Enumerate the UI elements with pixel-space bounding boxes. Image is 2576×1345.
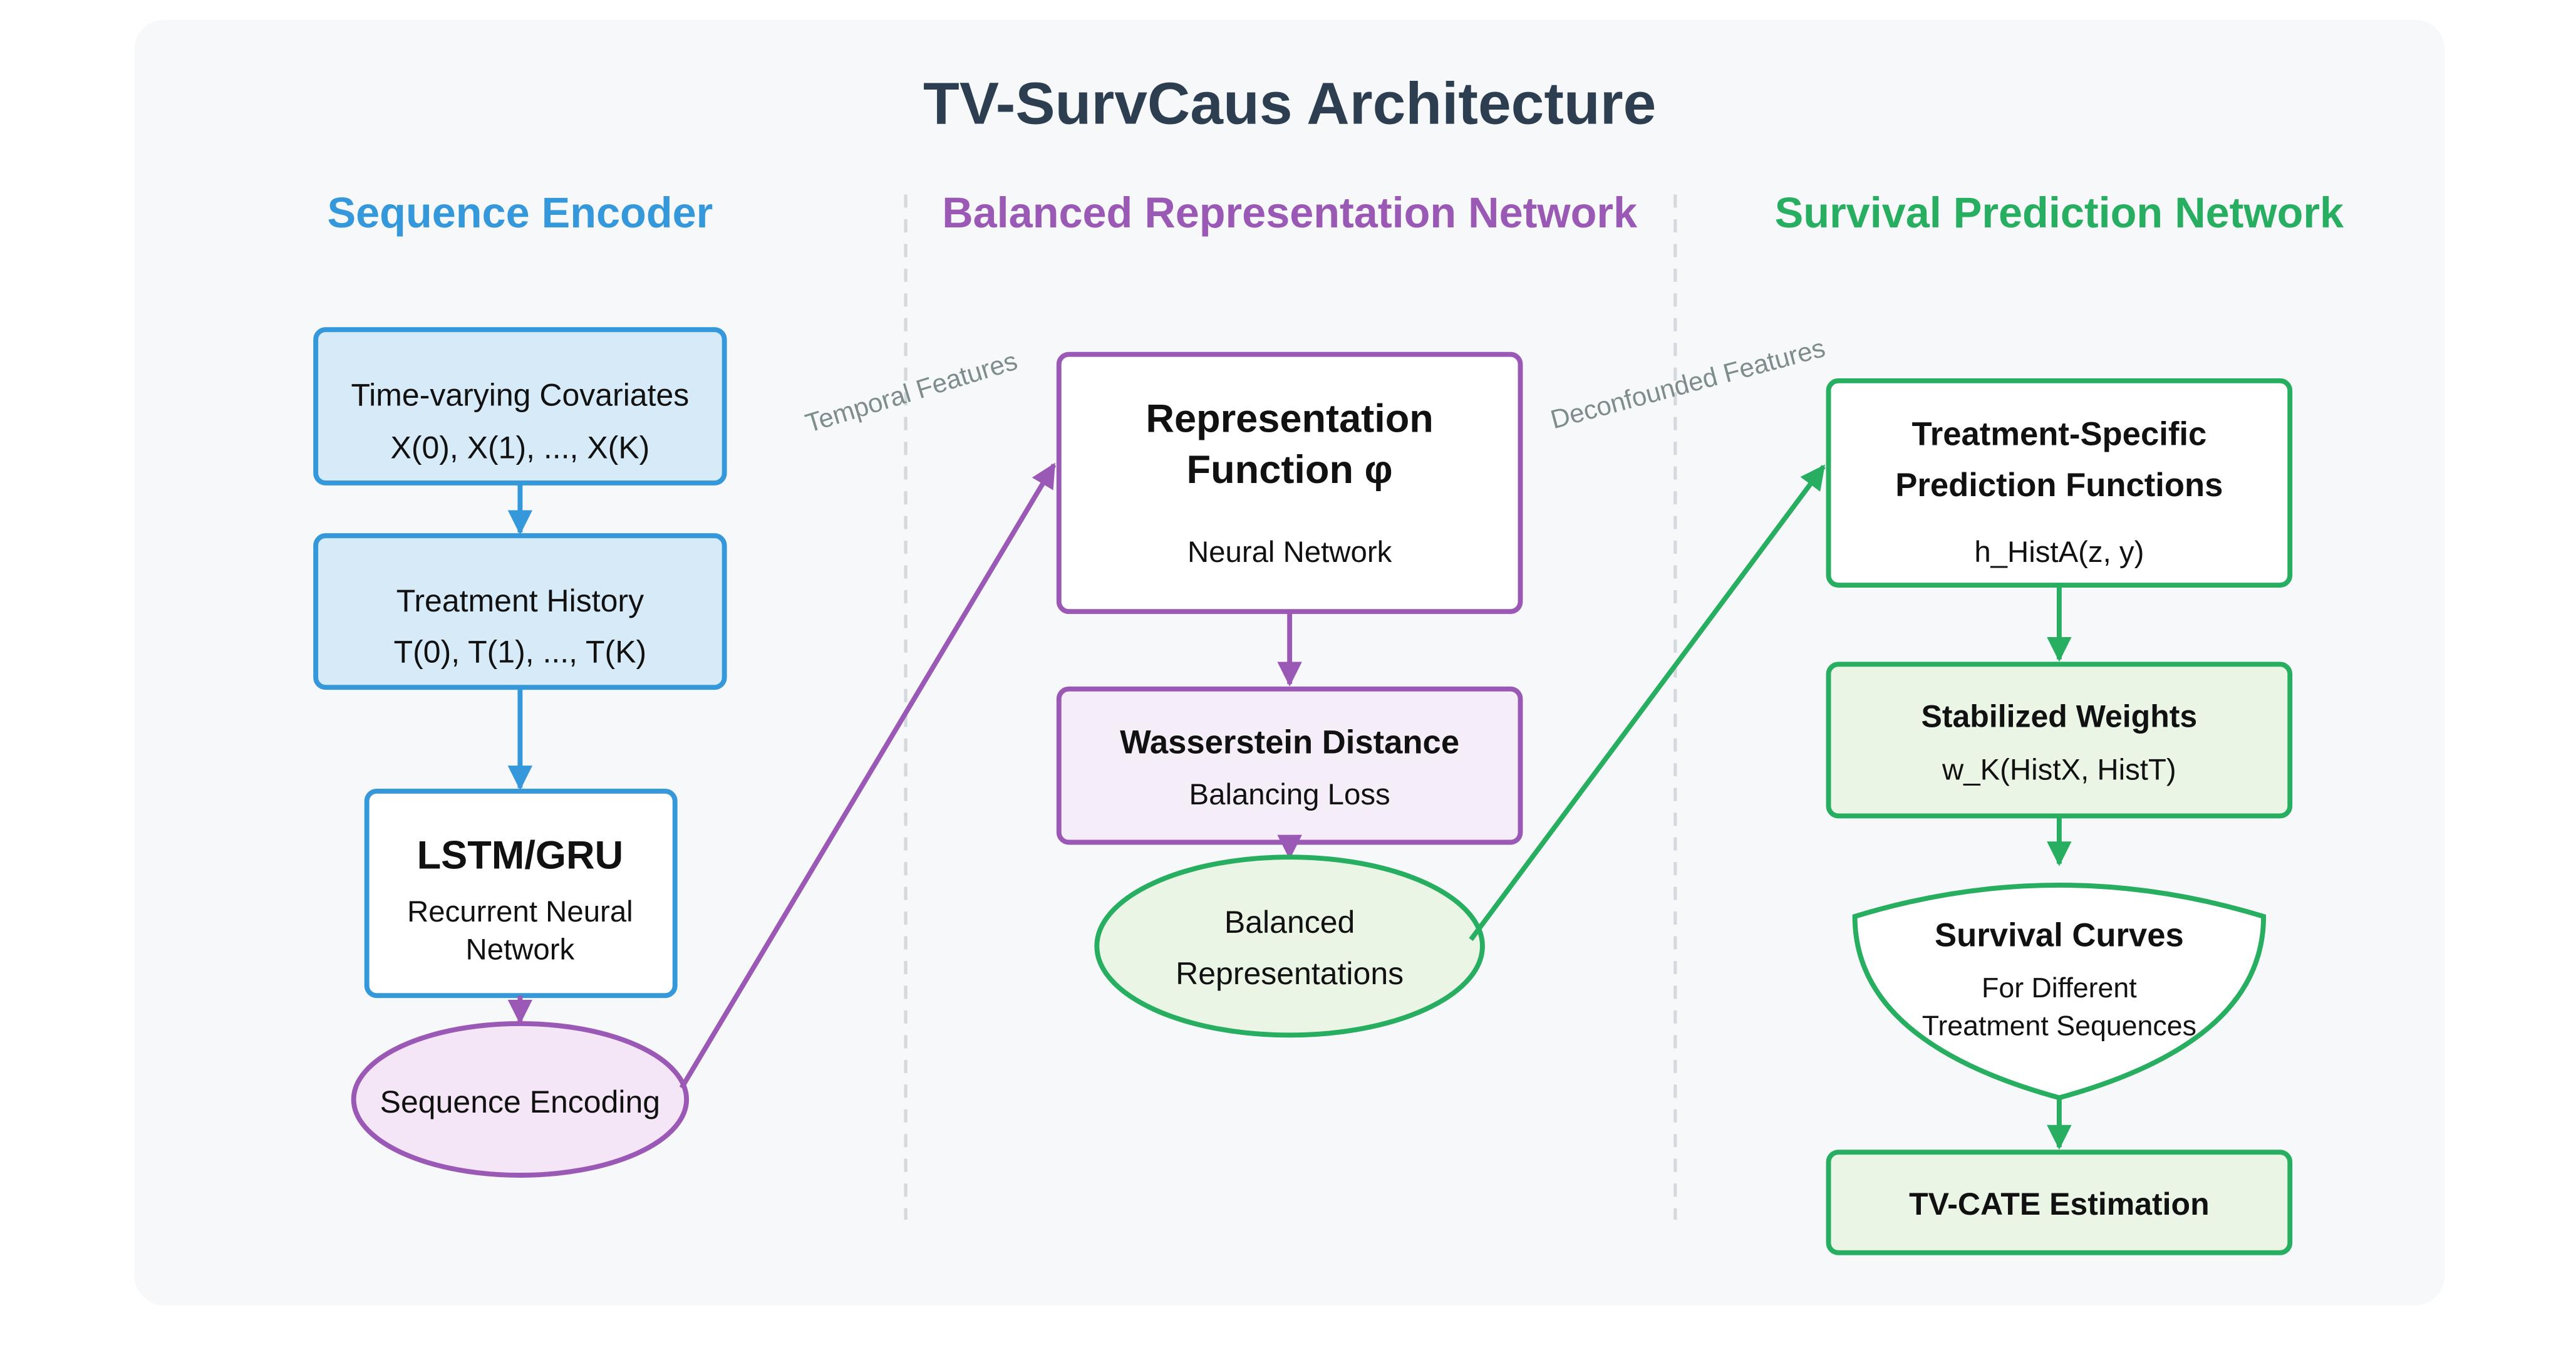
- treatment-history-title: Treatment History: [396, 583, 644, 618]
- weights-sub: w_K(HistX, HistT): [1942, 754, 2176, 787]
- lstm-title: LSTM/GRU: [417, 834, 624, 878]
- column-header-survival: Survival Prediction Network: [1775, 189, 2344, 237]
- balanced-representations-line-1: Balanced: [1224, 905, 1355, 940]
- tv-cate-label: TV-CATE Estimation: [1909, 1187, 2210, 1222]
- treatment-history-sub: T(0), T(1), ..., T(K): [394, 635, 647, 670]
- covariates-sub: X(0), X(1), ..., X(K): [390, 430, 649, 465]
- sequence-encoding-label: Sequence Encoding: [380, 1084, 660, 1119]
- tv-cate-box: TV-CATE Estimation: [1826, 1150, 2293, 1255]
- survival-curves-sub-1: For Different: [1982, 973, 2137, 1004]
- survival-curves-shape: Survival Curves For Different Treatment …: [1852, 882, 2267, 1101]
- arrow-balanced-to-prediction: [1469, 464, 1826, 942]
- balanced-representations-ellipse: Balanced Representations: [1094, 854, 1485, 1038]
- representation-title-2: Function φ: [1187, 448, 1393, 492]
- covariates-box: Time-varying Covariates X(0), X(1), ...,…: [313, 327, 727, 486]
- stabilized-weights-box: Stabilized Weights w_K(HistX, HistT): [1826, 662, 2293, 819]
- lstm-sub-2: Network: [466, 933, 575, 966]
- covariates-title: Time-varying Covariates: [351, 377, 689, 412]
- sequence-encoding-ellipse: Sequence Encoding: [351, 1020, 690, 1178]
- prediction-title-2: Prediction Functions: [1895, 467, 2223, 504]
- prediction-title-1: Treatment-Specific: [1912, 415, 2207, 452]
- column-header-encoder: Sequence Encoder: [328, 189, 713, 237]
- wasserstein-sub: Balancing Loss: [1189, 778, 1390, 811]
- representation-sub: Neural Network: [1187, 536, 1392, 569]
- representation-function-box: Representation Function φ Neural Network: [1056, 351, 1523, 615]
- survival-curves-sub-2: Treatment Sequences: [1922, 1010, 2196, 1041]
- balanced-representations-line-2: Representations: [1176, 956, 1404, 991]
- wasserstein-box: Wasserstein Distance Balancing Loss: [1056, 686, 1523, 845]
- treatment-history-box: Treatment History T(0), T(1), ..., T(K): [313, 533, 727, 690]
- wasserstein-title: Wasserstein Distance: [1120, 724, 1459, 761]
- column-header-balanced: Balanced Representation Network: [942, 189, 1638, 237]
- lstm-sub-1: Recurrent Neural: [407, 895, 633, 928]
- prediction-functions-box: Treatment-Specific Prediction Functions …: [1826, 378, 2293, 588]
- representation-title-1: Representation: [1146, 397, 1434, 440]
- arrow-encoding-to-representation: [679, 462, 1057, 1089]
- weights-title: Stabilized Weights: [1922, 698, 2198, 734]
- survival-curves-title: Survival Curves: [1935, 917, 2184, 953]
- diagram-title: TV-SurvCaus Architecture: [923, 70, 1656, 137]
- lstm-box: LSTM/GRU Recurrent Neural Network: [364, 788, 678, 999]
- prediction-sub: h_HistA(z, y): [1974, 536, 2144, 569]
